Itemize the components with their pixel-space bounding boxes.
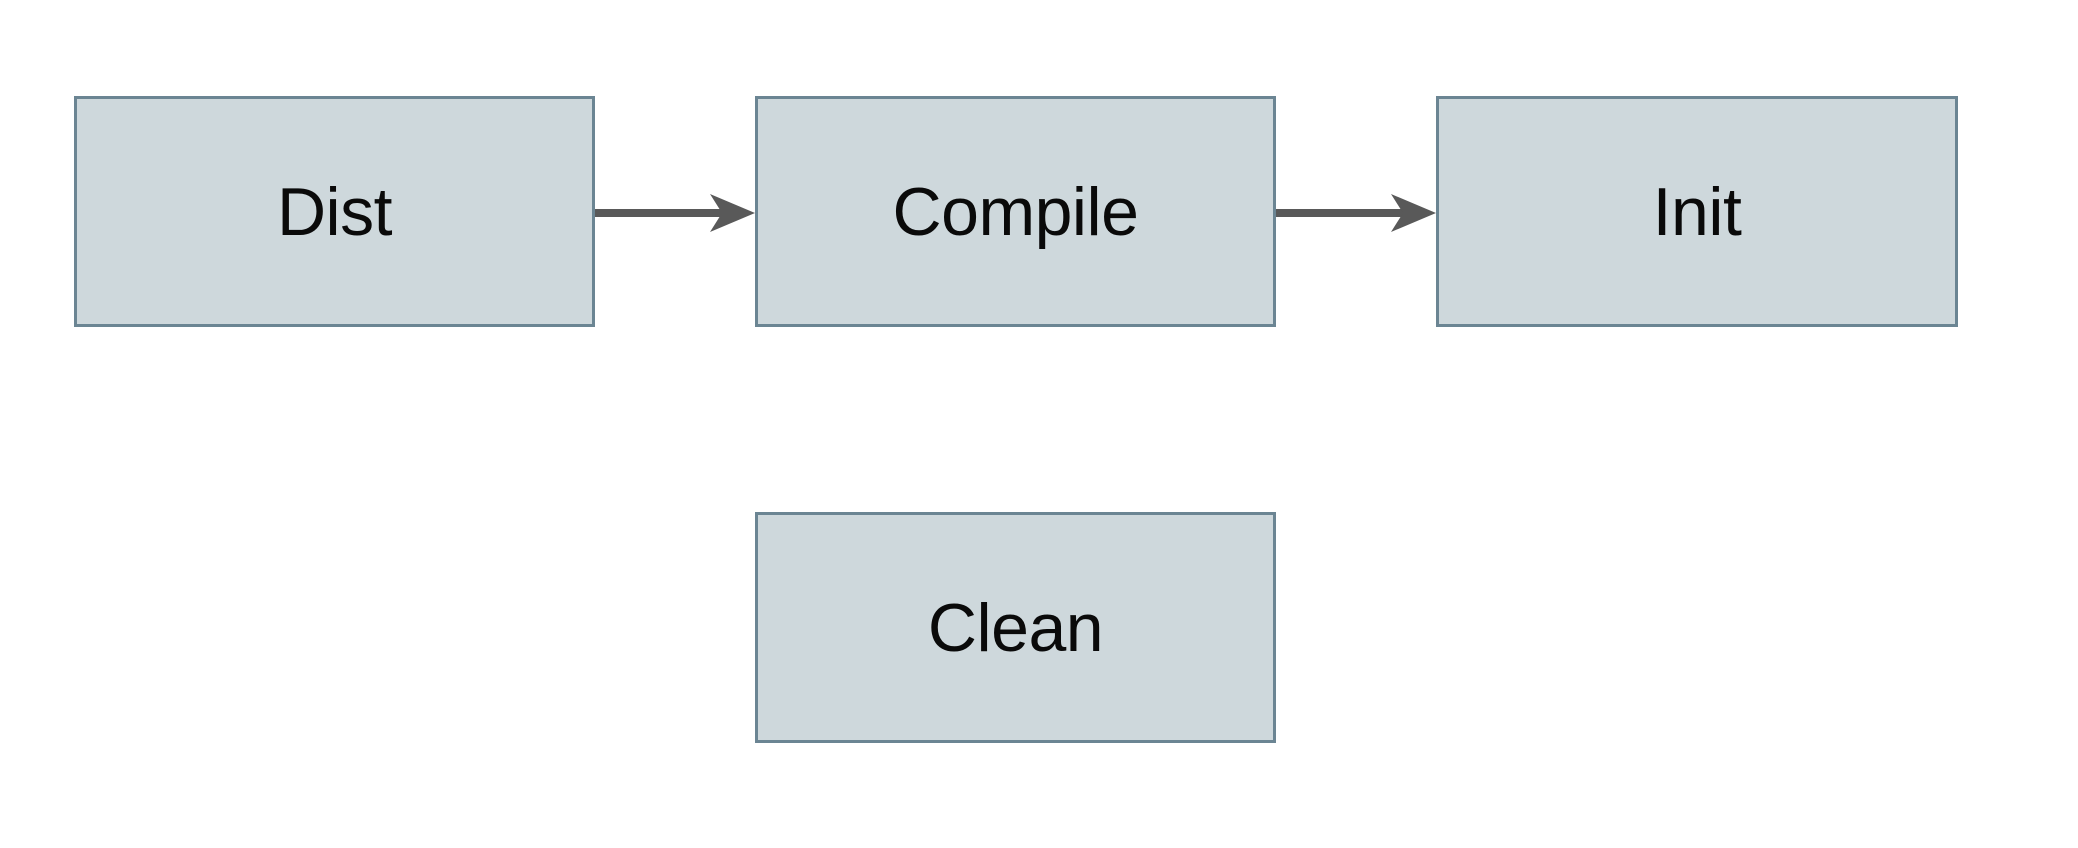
node-label: Dist [276, 173, 393, 250]
node-dist[interactable]: Dist [74, 96, 595, 327]
edge-dist-to-compile[interactable] [595, 194, 755, 232]
node-label: Init [1652, 173, 1742, 250]
node-init[interactable]: Init [1436, 96, 1958, 327]
node-clean[interactable]: Clean [755, 512, 1276, 743]
arrowhead-icon [710, 194, 755, 232]
edge-compile-to-init[interactable] [1276, 194, 1436, 232]
node-compile[interactable]: Compile [755, 96, 1276, 327]
node-label: Clean [927, 589, 1104, 666]
node-label: Compile [892, 173, 1139, 250]
arrowhead-icon [1391, 194, 1436, 232]
